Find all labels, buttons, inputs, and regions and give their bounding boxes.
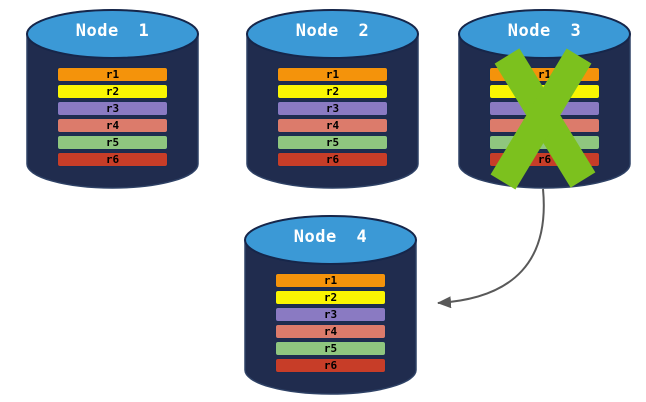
replica-bar-r5: r5 [57,135,168,150]
replica-bar-r1: r1 [57,67,168,82]
arrow-curve [437,188,545,309]
node-3: Node 3 r1 r2 r3 r4 r5 r6 [457,8,632,190]
replica-bar-r3: r3 [275,307,386,322]
cylinder-top [244,215,417,265]
node-1: Node 1 r1 r2 r3 r4 r5 r6 [25,8,200,190]
replica-bar-r1: r1 [275,273,386,288]
replica-bar-r5: r5 [275,341,386,356]
replica-bar-r2: r2 [57,84,168,99]
cylinder-top [26,9,199,59]
replica-stack: r1 r2 r3 r4 r5 r6 [57,67,168,169]
node-title: Node 3 [507,21,582,41]
replica-bar-r6: r6 [57,152,168,167]
node-2: Node 2 r1 r2 r3 r4 r5 r6 [245,8,420,190]
replica-bar-r4: r4 [277,118,388,133]
replica-stack: r1 r2 r3 r4 r5 r6 [275,273,386,375]
replica-bar-r1: r1 [277,67,388,82]
node-title: Node 4 [293,227,368,247]
failure-x-icon [490,48,596,190]
replica-bar-r3: r3 [57,101,168,116]
replica-bar-r4: r4 [57,118,168,133]
cylinder-top [246,9,419,59]
replica-bar-r2: r2 [277,84,388,99]
replica-bar-r6: r6 [277,152,388,167]
replica-bar-r2: r2 [275,290,386,305]
x-stroke [490,48,592,190]
replica-bar-r4: r4 [275,324,386,339]
replica-bar-r5: r5 [277,135,388,150]
replica-bar-r6: r6 [275,358,386,373]
node-title: Node 1 [75,21,150,41]
node-4: Node 4 r1 r2 r3 r4 r5 r6 [243,214,418,396]
node-title: Node 2 [295,21,370,41]
cylinder-top [458,9,631,59]
replica-bar-r3: r3 [277,101,388,116]
replica-stack: r1 r2 r3 r4 r5 r6 [277,67,388,169]
